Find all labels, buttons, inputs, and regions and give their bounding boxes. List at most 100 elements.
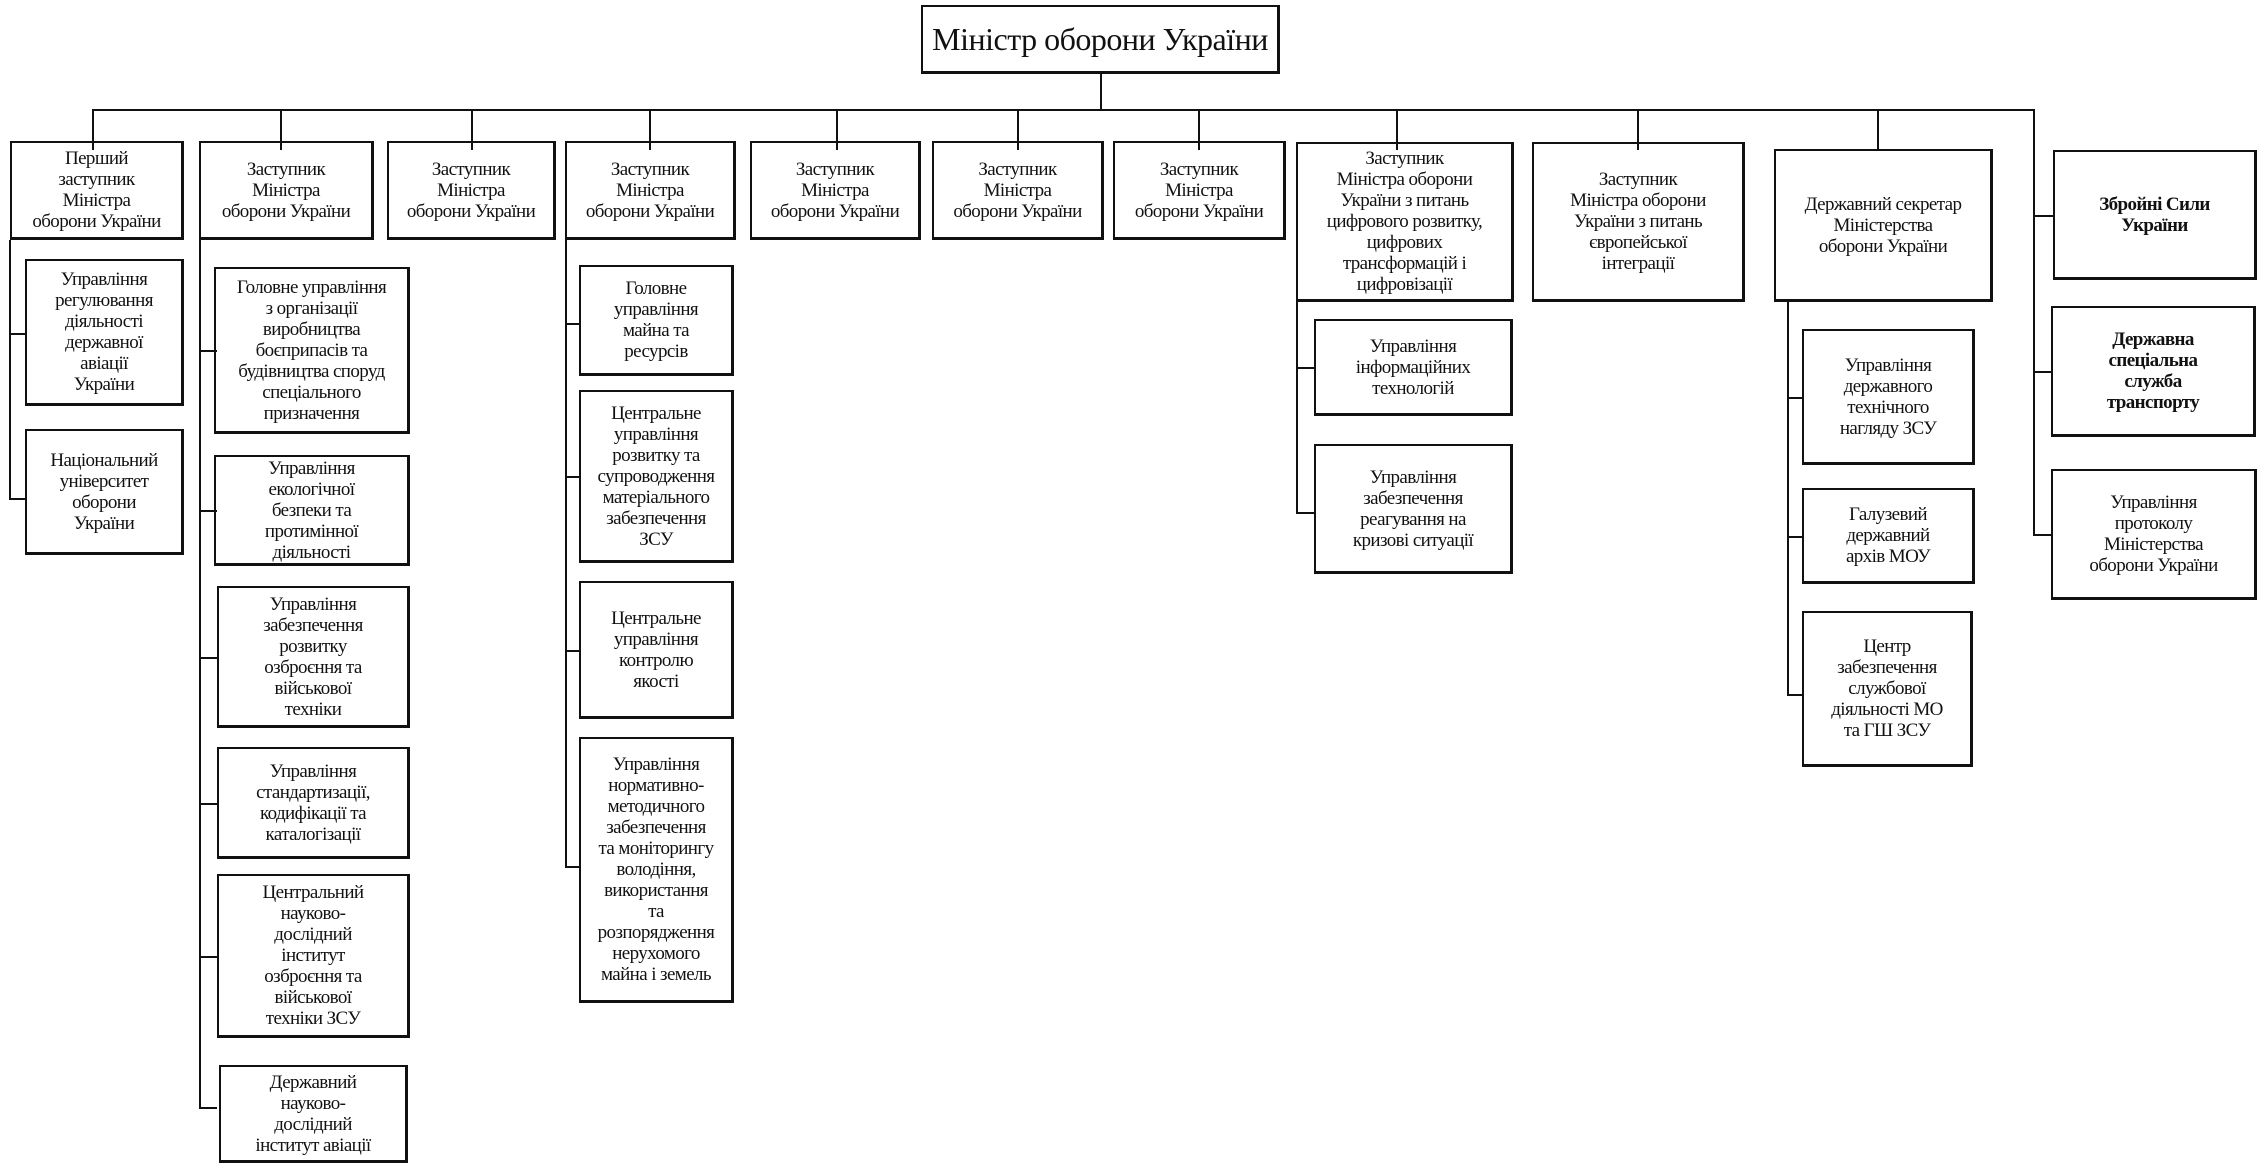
connector-line <box>1100 74 1102 110</box>
deputy-box-2: Заступник Міністра оборони України <box>199 141 374 240</box>
armed-forces-box: Збройні Сили України <box>2053 150 2257 280</box>
unit-box: Управління інформаційних технологій <box>1314 319 1513 416</box>
connector-line <box>2033 109 2035 535</box>
connector-line <box>1296 367 1314 369</box>
deputy-title: Заступник Міністра оборони України з пит… <box>1326 148 1483 295</box>
unit-label: Центральне управління розвитку та супров… <box>597 402 716 550</box>
deputy-box-5: Заступник Міністра оборони України <box>750 141 921 240</box>
unit-box: Центральний науково- дослідний інститут … <box>217 874 410 1038</box>
connector-line <box>1787 397 1802 399</box>
unit-box: Центр забезпечення службової діяльності … <box>1802 611 1973 767</box>
unit-label: Управління екологічної безпеки та протим… <box>264 457 359 563</box>
unit-box: Державний науково- дослідний інститут ав… <box>219 1065 408 1163</box>
connector-line <box>199 956 217 958</box>
unit-box: Центральне управління розвитку та супров… <box>579 390 734 563</box>
connector-line <box>280 109 282 150</box>
connector-line <box>565 866 579 868</box>
connector-line <box>1877 109 1879 150</box>
unit-label: Управління забезпечення реагування на кр… <box>1352 466 1474 551</box>
deputy-box-digital: Заступник Міністра оборони України з пит… <box>1296 142 1514 302</box>
connector-line <box>199 350 217 352</box>
unit-box: Управління державного технічного нагляду… <box>1802 329 1975 465</box>
unit-label: Управління регулювання діяльності держав… <box>55 269 153 395</box>
connector-line <box>1787 302 1789 695</box>
deputy-title: Заступник Міністра оборони України <box>953 158 1082 222</box>
unit-label: Управління нормативно- методичного забез… <box>597 754 715 985</box>
deputy-box-7: Заступник Міністра оборони України <box>1113 141 1286 240</box>
unit-box: Головне управління майна та ресурсів <box>579 265 734 376</box>
connector-line <box>836 109 838 150</box>
connector-line <box>199 657 217 659</box>
deputy-title: Заступник Міністра оборони України <box>221 158 351 222</box>
state-secretary-box: Державний секретар Міністерства оборони … <box>1774 149 1993 302</box>
unit-label: Управління стандартизації, кодифікації т… <box>256 760 370 845</box>
transport-service-box: Державна спеціальна служба транспорту <box>2051 306 2256 437</box>
unit-box: Управління стандартизації, кодифікації т… <box>217 747 410 859</box>
connector-line <box>199 1107 217 1109</box>
unit-box: Головне управління з організації виробни… <box>214 267 410 434</box>
connector-line <box>1296 512 1314 514</box>
connector-line <box>9 240 11 499</box>
deputy-title: Заступник Міністра оборони України <box>770 158 900 222</box>
unit-box: Управління регулювання діяльності держав… <box>25 259 184 406</box>
connector-line <box>1396 109 1398 150</box>
unit-box: Національний університет оборони України <box>25 429 184 555</box>
deputy-box-3: Заступник Міністра оборони України <box>387 141 556 240</box>
unit-label: Управління державного технічного нагляду… <box>1839 354 1937 439</box>
deputy-title: Заступник Міністра оборони України з пит… <box>1570 169 1706 274</box>
connector-line <box>1787 694 1802 696</box>
deputy-title: Заступник Міністра оборони України <box>1134 158 1264 222</box>
unit-label: Збройні Сили України <box>2099 193 2210 236</box>
unit-label: Центр забезпечення службової діяльності … <box>1831 636 1943 741</box>
minister-label: Міністр оборони України <box>932 21 1268 57</box>
deputy-box-6: Заступник Міністра оборони України <box>932 141 1104 240</box>
unit-label: Управління протоколу Міністерства оборон… <box>2089 492 2218 576</box>
connector-line <box>1637 109 1639 150</box>
unit-label: Управління інформаційних технологій <box>1355 335 1471 399</box>
deputy-title: Перший заступник Міністра оборони Україн… <box>32 148 161 232</box>
connector-line <box>9 498 25 500</box>
unit-label: Державна спеціальна служба транспорту <box>2106 329 2200 413</box>
connector-line <box>199 510 217 512</box>
minister-box: Міністр оборони України <box>921 5 1280 74</box>
connector-line <box>92 109 2035 111</box>
unit-label: Галузевий державний архів МОУ <box>1845 504 1931 567</box>
unit-label: Центральне управління контролю якості <box>611 607 701 692</box>
connector-line <box>2033 371 2051 373</box>
unit-label: Центральний науково- дослідний інститут … <box>262 882 364 1029</box>
unit-label: Головне управління майна та ресурсів <box>613 278 699 362</box>
connector-line <box>471 109 473 150</box>
unit-box: Управління нормативно- методичного забез… <box>579 737 734 1003</box>
unit-label: Державний науково- дослідний інститут ав… <box>255 1071 371 1156</box>
connector-line <box>565 650 579 652</box>
connector-line <box>199 240 201 1108</box>
deputy-title: Заступник Міністра оборони України <box>406 158 536 222</box>
connector-line <box>565 476 579 478</box>
deputy-title: Державний секретар Міністерства оборони … <box>1804 193 1962 257</box>
unit-label: Національний університет оборони України <box>50 449 158 534</box>
deputy-title: Заступник Міністра оборони України <box>585 158 715 222</box>
unit-box: Управління забезпечення реагування на кр… <box>1314 444 1513 574</box>
unit-label: Головне управління з організації виробни… <box>236 276 387 424</box>
connector-line <box>1198 109 1200 150</box>
unit-box: Центральне управління контролю якості <box>579 581 734 719</box>
connector-line <box>1296 302 1298 513</box>
connector-line <box>2033 215 2053 217</box>
connector-line <box>1787 536 1802 538</box>
connector-line <box>649 109 651 150</box>
connector-line <box>1017 109 1019 150</box>
unit-box: Управління забезпечення розвитку озброєн… <box>217 586 410 728</box>
deputy-box-eu-integration: Заступник Міністра оборони України з пит… <box>1532 142 1745 302</box>
connector-line <box>565 240 567 867</box>
deputy-box-first: Перший заступник Міністра оборони Україн… <box>10 141 184 240</box>
unit-label: Управління забезпечення розвитку озброєн… <box>263 593 363 720</box>
unit-box: Управління екологічної безпеки та протим… <box>214 455 410 566</box>
unit-box: Галузевий державний архів МОУ <box>1802 488 1975 584</box>
connector-line <box>92 109 94 150</box>
connector-line <box>2033 534 2051 536</box>
connector-line <box>9 333 25 335</box>
protocol-department-box: Управління протоколу Міністерства оборон… <box>2051 469 2257 600</box>
deputy-box-4: Заступник Міністра оборони України <box>565 141 736 240</box>
connector-line <box>565 323 579 325</box>
